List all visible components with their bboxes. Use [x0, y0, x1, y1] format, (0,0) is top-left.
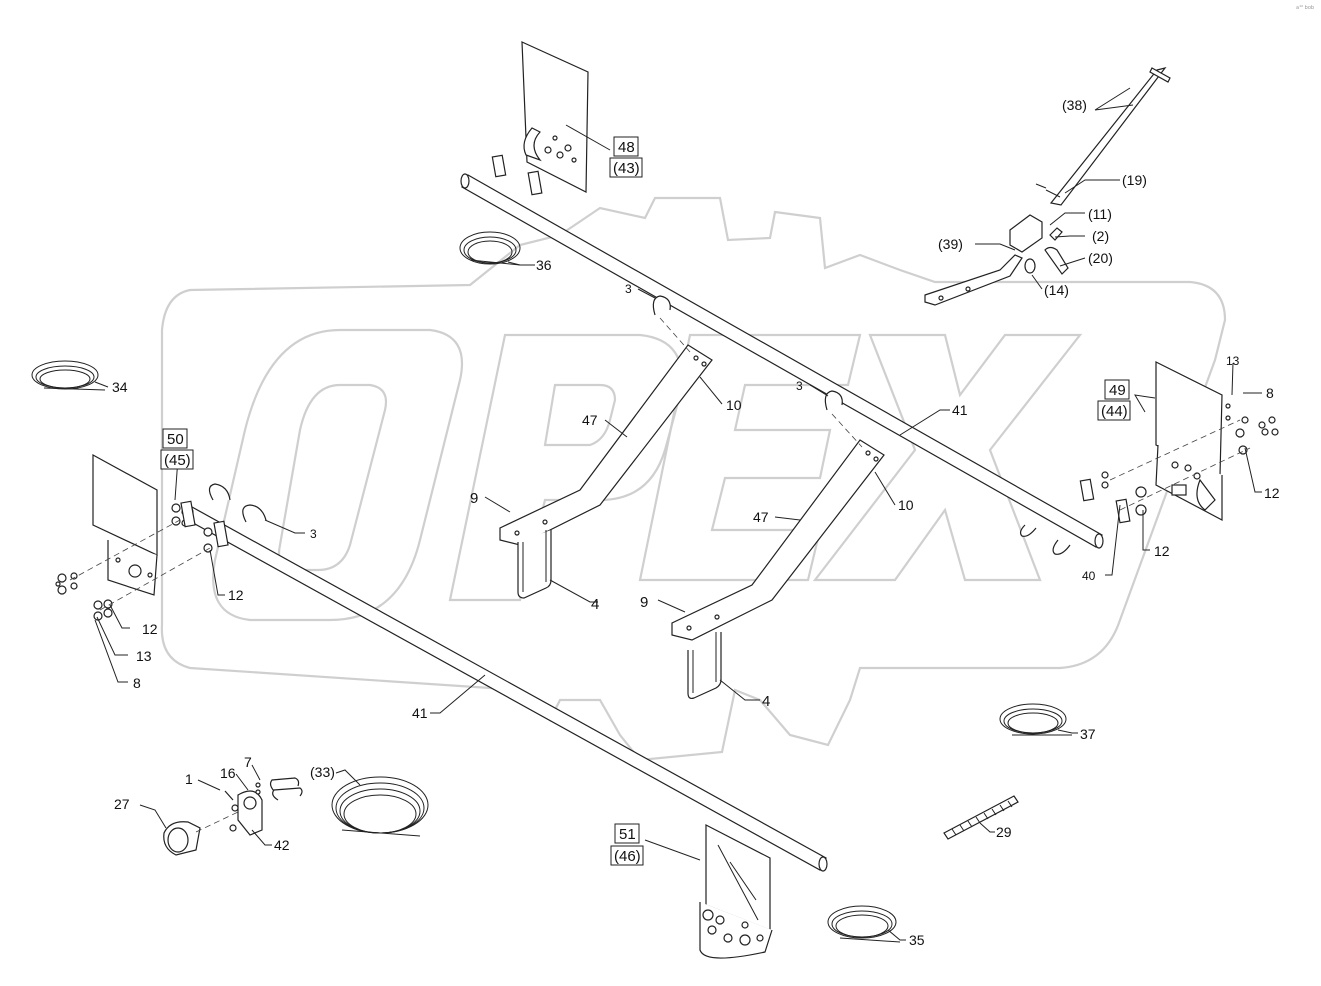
callout-1: 1 [185, 771, 193, 787]
callout-13-left: 13 [136, 648, 152, 664]
callout-47-right: 47 [753, 509, 769, 525]
callout-13-right: 13 [1226, 354, 1240, 368]
cable-coil-33 [331, 776, 429, 837]
watermark-letter-e [638, 333, 862, 582]
callout-9-right: 9 [640, 594, 648, 611]
callout-39: (39) [938, 236, 963, 252]
callout-box-45 [160, 449, 194, 470]
callout-box-50 [162, 428, 188, 449]
u-bolt-3-upper-left [652, 295, 691, 353]
callout-29: 29 [996, 824, 1012, 840]
tube-upper [460, 173, 1104, 549]
callout-51: 51 [619, 826, 636, 843]
callout-16: 16 [220, 765, 236, 781]
callout-12-left-upper: 12 [228, 587, 244, 603]
callout-9-left: 9 [470, 490, 478, 507]
callout-19: (19) [1122, 172, 1147, 188]
callout-8-left: 8 [133, 675, 141, 691]
callout-box-44 [1097, 400, 1131, 421]
callout-box-46 [610, 845, 644, 866]
callout-10-left: 10 [726, 397, 742, 413]
callout-11: (11) [1088, 206, 1112, 222]
callout-42: 42 [274, 837, 290, 853]
callout-40: 40 [1082, 569, 1096, 583]
callout-27: 27 [114, 796, 130, 812]
cable-coil-37 [999, 703, 1072, 736]
callout-3-upper-right: 3 [796, 379, 803, 393]
callout-48: 48 [618, 139, 635, 156]
callout-33: (33) [310, 764, 335, 780]
callout-41-lower: 41 [412, 705, 428, 721]
callout-3-upper-left: 3 [625, 282, 632, 296]
leader-lines [94, 87, 1262, 941]
callout-36: 36 [536, 257, 552, 273]
plate-49 [1019, 361, 1279, 555]
callout-box-49 [1104, 379, 1130, 400]
plate-48 [491, 41, 589, 196]
bracket-47-left [499, 344, 713, 546]
callout-box-43 [609, 157, 643, 178]
threaded-rod-29 [943, 795, 1019, 840]
callout-7: 7 [244, 754, 252, 770]
callout-14: (14) [1044, 282, 1069, 298]
callout-38: (38) [1062, 97, 1087, 113]
plate-51 [699, 824, 773, 959]
plate-50 [55, 453, 267, 621]
callout-46: (46) [614, 848, 641, 865]
watermark-letter-p [448, 333, 683, 602]
callout-35: 35 [909, 932, 925, 948]
callout-labels: 48 (43) (38) (19) (11) (2) (39) (20) (14… [112, 97, 1280, 948]
u-bolt-3-upper-right [824, 390, 863, 448]
towbar-assembly [924, 67, 1171, 306]
cable-coil-34 [31, 360, 106, 391]
callout-12-left-lower: 12 [142, 621, 158, 637]
callout-12-center-right: 12 [1154, 543, 1170, 559]
cable-coil-35 [827, 905, 901, 943]
callout-4-left: 4 [591, 596, 599, 613]
callout-50: 50 [167, 431, 184, 448]
callout-2: (2) [1092, 228, 1109, 244]
callout-43: (43) [613, 160, 640, 177]
u-bolt-4-right [687, 632, 722, 700]
callout-44: (44) [1101, 403, 1128, 420]
u-bolt-4-left [517, 530, 552, 599]
callout-45: (45) [164, 452, 191, 469]
callout-box-51 [614, 823, 640, 844]
socket-assembly [163, 777, 303, 856]
callout-12-right: 12 [1264, 485, 1280, 501]
callout-47-left: 47 [582, 412, 598, 428]
callout-3-lower: 3 [310, 527, 317, 541]
watermark-gear-outline [160, 196, 1227, 762]
corner-mark: a¹⁰ bob [1296, 5, 1314, 11]
callout-4-right: 4 [762, 693, 770, 710]
watermark-letter-o [212, 328, 464, 622]
callout-41-upper: 41 [952, 402, 968, 418]
callout-37: 37 [1080, 726, 1096, 742]
watermark-logo [160, 196, 1227, 762]
callout-box-48 [613, 136, 639, 157]
callout-49: 49 [1109, 382, 1126, 399]
callout-8-right: 8 [1266, 385, 1274, 401]
callout-34: 34 [112, 379, 128, 395]
bracket-47-right [671, 439, 885, 641]
callout-20: (20) [1088, 250, 1113, 266]
callout-10-right: 10 [898, 497, 914, 513]
cable-coil-36 [459, 231, 521, 266]
watermark-letter-x [812, 333, 1083, 582]
